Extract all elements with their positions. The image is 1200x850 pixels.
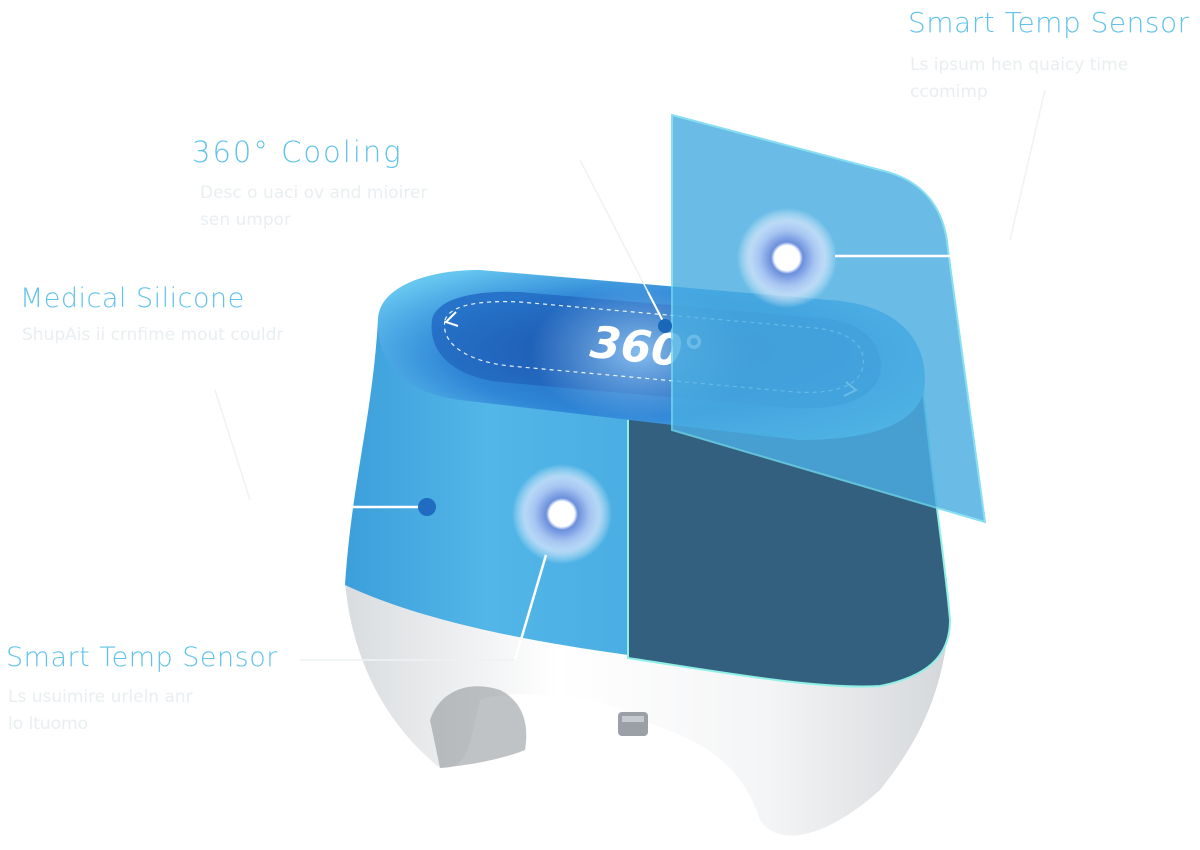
device-connector-highlight <box>622 716 644 722</box>
silicone-marker-dot <box>418 498 436 516</box>
leader-line-top-sensor-faint <box>1009 89 1046 241</box>
rotation-arrow-left-icon <box>444 311 459 327</box>
callout-desc-line: lo ltuomo <box>8 714 89 734</box>
device-connector <box>618 712 648 736</box>
callout-desc-line: sen umpor <box>200 210 292 230</box>
callout-desc-line: ShupAis ii crnfime mout couldr <box>22 325 284 345</box>
callout-title-temp-sensor-bottom: Smart Temp Sensor <box>6 642 278 673</box>
leader-line-bottom-sensor-inner <box>513 554 548 661</box>
callout-title-cooling: 360° Cooling <box>192 135 403 169</box>
callout-desc-temp-sensor-bottom: Ls usuimire urleln anr lo ltuomo <box>8 684 193 738</box>
cooling-marker-dot <box>658 319 672 333</box>
sensor-ring-bottom-center <box>550 502 574 526</box>
callout-desc-line: Desc o uaci ov and mioirer <box>200 183 428 203</box>
sensor-panel-right <box>671 113 987 524</box>
callout-desc-line: Ls usuimire urleln anr <box>8 687 193 707</box>
sensor-ring-top-center <box>775 246 799 270</box>
leader-line-silicone <box>214 389 251 501</box>
callout-desc-cooling: Desc o uaci ov and mioirer sen umpor <box>200 180 427 234</box>
callout-desc-silicone: ShupAis ii crnfime mout couldr <box>22 322 283 349</box>
callout-desc-line: Ls ipsum hen quaicy time <box>910 55 1129 75</box>
callout-title-temp-sensor-top: Smart Temp Sensor <box>908 6 1190 39</box>
callout-desc-temp-sensor-top: Ls ipsum hen quaicy time ccomimp <box>910 52 1128 106</box>
callout-title-silicone: Medical Silicone <box>20 283 245 314</box>
device-leg-gap <box>430 686 527 768</box>
leader-line-cooling-inner <box>647 291 666 326</box>
callout-desc-line: ccomimp <box>910 82 988 102</box>
